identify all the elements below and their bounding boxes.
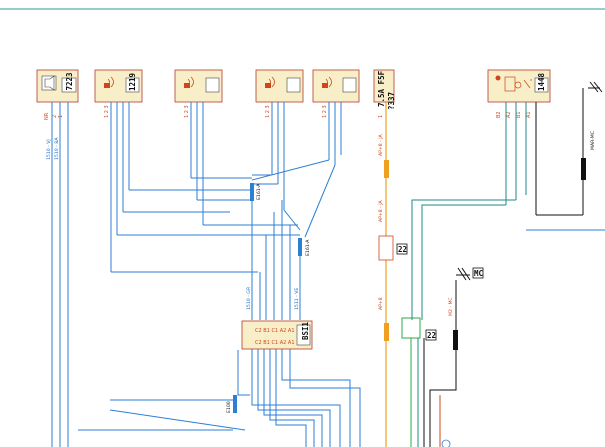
component-sensor-4 [255, 69, 304, 103]
svg-text:NR: NR [44, 112, 50, 120]
pin-labels: NR 2 1 1 2 3 1 2 3 1 2 3 1 2 3 1 B2 A2 B… [44, 105, 532, 120]
wires-horn: 1510 - VJ 1510 - BA [46, 102, 69, 447]
bsi-connector: BSI1 C2 B1 C1 A2 A1 C2 B1 C1 A2 A1 [241, 320, 313, 350]
svg-text:AP+8: AP+8 [378, 297, 384, 310]
component-code: 1448 [537, 72, 546, 91]
svg-text:E161-A: E161-A [305, 239, 311, 256]
wires-fuse-supply: AP+8 - JA AP+8 - JA AP+8 [378, 102, 389, 447]
svg-text:MAR-MC: MAR-MC [590, 131, 596, 150]
svg-text:1 2 3: 1 2 3 [184, 105, 190, 118]
wires-sensor-4 [252, 102, 301, 231]
svg-text:1: 1 [58, 115, 64, 118]
led-icon [495, 75, 501, 81]
svg-text:A2: A2 [506, 111, 512, 118]
connector-c5-upper: 22 [378, 235, 408, 261]
fuse-code: ?337 [387, 92, 396, 110]
component-code: 7223 [65, 72, 74, 91]
component-code: 1219 [128, 72, 137, 91]
svg-text:1511 - VE: 1511 - VE [294, 288, 300, 310]
component-1448: 1448 [487, 69, 551, 103]
component-sensor-3 [174, 69, 223, 103]
svg-text:MC: MC [474, 269, 483, 278]
component-sensor-5 [312, 69, 360, 103]
switch-icon [523, 79, 532, 89]
wires-right: MAR-MC [411, 88, 605, 320]
connector-c5-middle: 22 [401, 317, 437, 341]
ground-symbol-middle: MC M2 - MC [429, 267, 484, 447]
component-1219: 1219 [94, 69, 143, 103]
wires-sensor-1219 [110, 102, 300, 273]
lock-icon [104, 83, 110, 88]
svg-text:1510 - VJ: 1510 - VJ [46, 139, 52, 160]
wires-below-bsi [78, 349, 361, 447]
svg-text:B2: B2 [496, 111, 502, 118]
svg-text:1510 - GR: 1510 - GR [246, 286, 252, 310]
wires-sensor-3 [190, 102, 298, 226]
splice-lower: E100 [226, 395, 237, 413]
svg-text:1 2 3: 1 2 3 [322, 105, 328, 118]
svg-text:1: 1 [378, 115, 384, 118]
lock-icon [322, 83, 328, 88]
fuse-rating: 7.5A F5F [377, 70, 386, 107]
svg-text:AP+8 - JA: AP+8 - JA [378, 199, 384, 222]
svg-text:B1: B1 [516, 111, 522, 118]
wires-sensor-5 [251, 102, 342, 238]
component-7223: 7223 [36, 69, 79, 103]
component-fuse: 7.5A F5F ?337 [373, 69, 396, 110]
svg-text:22: 22 [427, 331, 436, 340]
svg-text:M2 - MC: M2 - MC [448, 297, 454, 316]
splice-e161-a-2: E161-A [298, 238, 311, 256]
svg-text:A1: A1 [526, 111, 532, 118]
svg-text:1 2 3: 1 2 3 [104, 105, 110, 118]
lock-icon [265, 83, 271, 88]
svg-text:1 2 3: 1 2 3 [265, 105, 271, 118]
svg-text:E100: E100 [226, 401, 232, 413]
svg-text:1510 - BA: 1510 - BA [54, 137, 60, 160]
svg-text:2: 2 [52, 115, 58, 118]
lock-icon [184, 83, 190, 88]
svg-text:AP+8 - JA: AP+8 - JA [378, 133, 384, 156]
ground-symbol-top [588, 81, 603, 93]
svg-text:C2 B1 C1 A2 A1: C2 B1 C1 A2 A1 [255, 340, 295, 346]
wires-trunk-bsi: 1510 - GR 1511 - VE [246, 200, 301, 320]
svg-text:BSI1: BSI1 [301, 321, 310, 340]
lamp-icon [514, 81, 522, 89]
wires-middle-connector [410, 338, 441, 447]
connector-ring-icon [441, 439, 451, 447]
svg-text:C2 B1 C1 A2 A1: C2 B1 C1 A2 A1 [255, 328, 295, 334]
horn-icon [44, 75, 55, 91]
svg-text:E161-A: E161-A [256, 183, 262, 200]
splice-e161-a-1: E161-A [250, 183, 262, 201]
svg-text:22: 22 [398, 245, 407, 254]
